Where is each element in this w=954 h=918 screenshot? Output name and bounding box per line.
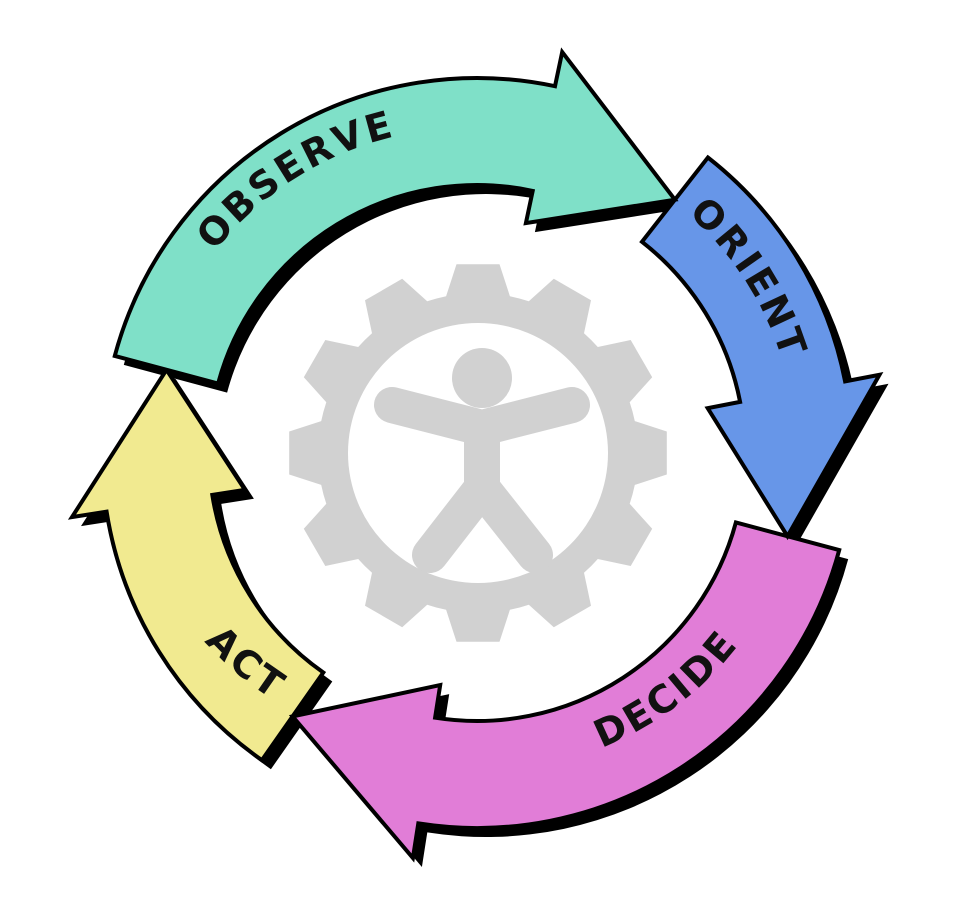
person-head bbox=[452, 348, 512, 408]
arrow-act bbox=[67, 366, 327, 763]
arrows bbox=[67, 47, 884, 863]
arrow-orient bbox=[639, 154, 884, 541]
accessibility-gear-icon bbox=[289, 264, 667, 642]
arrow-observe bbox=[112, 47, 679, 387]
accessibility-person-icon bbox=[374, 348, 590, 573]
arrow-decide bbox=[288, 519, 842, 863]
person-body bbox=[374, 387, 590, 573]
